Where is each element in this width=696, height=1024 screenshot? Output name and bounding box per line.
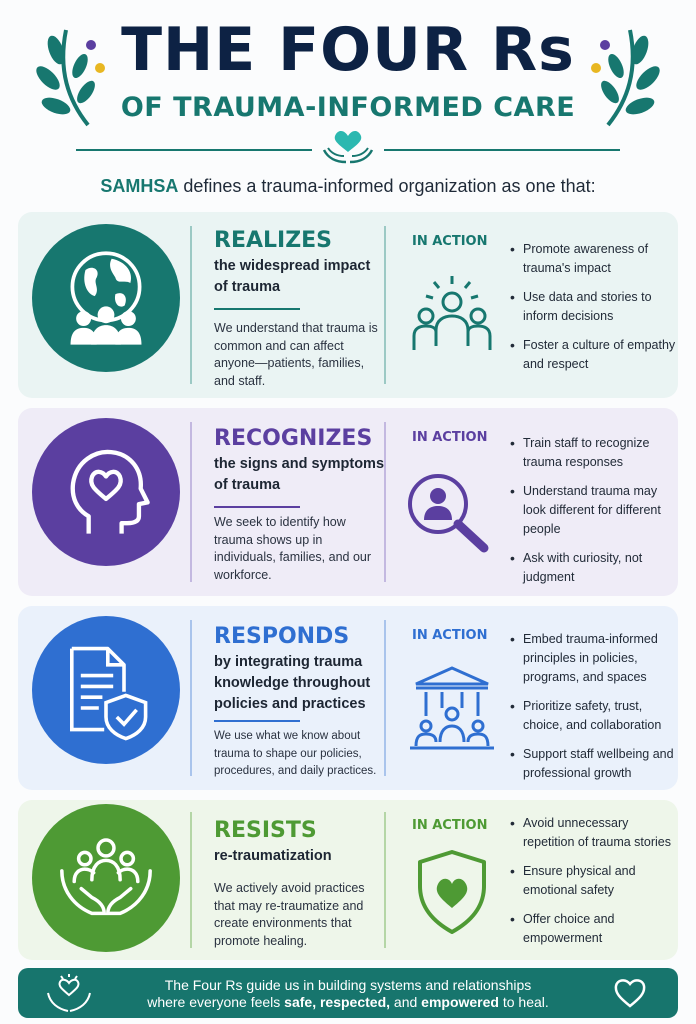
realizes-subtitle: the widespread impact of trauma <box>214 258 371 295</box>
recognizes-badge <box>32 418 180 566</box>
realizes-description: We understand that trauma is common and … <box>214 321 378 388</box>
list-item: Offer choice and empowerment <box>510 910 680 948</box>
list-item: Embed trauma-informed principles in poli… <box>510 630 680 687</box>
footer-line-2: where everyone feels safe, respected, an… <box>128 994 568 1011</box>
divider-left <box>76 149 312 151</box>
magnifier-person-icon <box>408 474 489 553</box>
list-item: Promote awareness of trauma's impact <box>510 240 680 278</box>
intro-text: SAMHSA defines a trauma-informed organiz… <box>0 176 696 197</box>
card-divider <box>190 812 192 948</box>
institution-people-icon <box>410 666 494 750</box>
resists-bullets: Avoid unnecessary repetition of trauma s… <box>510 814 680 958</box>
card-realizes: REALIZES the widespread impact of trauma… <box>18 212 678 398</box>
card-divider <box>190 422 192 582</box>
card-divider <box>190 620 192 776</box>
responds-title: RESPONDS <box>214 624 350 649</box>
head-heart-icon <box>70 449 150 534</box>
recognizes-rule <box>214 506 300 508</box>
document-shield-icon <box>70 646 148 741</box>
heart-icon <box>614 979 646 1008</box>
realizes-bullets: Promote awareness of trauma's impact Use… <box>510 240 680 384</box>
intro-brand: SAMHSA <box>100 176 179 196</box>
list-item: Foster a culture of empathy and respect <box>510 336 680 374</box>
resists-subtitle: re-traumatization <box>214 848 332 864</box>
list-item: Prioritize safety, trust, choice, and co… <box>510 697 680 735</box>
intro-rest: defines a trauma-informed organization a… <box>178 176 596 196</box>
recognizes-subtitle: the signs and symptoms of trauma <box>214 456 385 493</box>
realizes-in-action-label: IN ACTION <box>412 234 488 249</box>
list-item: Avoid unnecessary repetition of trauma s… <box>510 814 680 852</box>
footer-text-part: to heal. <box>498 994 549 1010</box>
list-item: Ask with curiosity, not judgment <box>510 549 680 587</box>
resists-in-action-label: IN ACTION <box>412 818 488 833</box>
footer-text: The Four Rs guide us in building systems… <box>128 977 568 1011</box>
responds-badge <box>32 616 180 764</box>
card-responds: RESPONDS by integrating trauma knowledge… <box>18 606 678 790</box>
recognizes-in-action-label: IN ACTION <box>412 430 488 445</box>
card-divider <box>384 422 386 582</box>
page-subtitle: OF TRAUMA-INFORMED CARE <box>120 92 576 123</box>
group-people-icon <box>412 276 492 350</box>
hands-heart-icon <box>322 130 374 164</box>
laurel-left-icon <box>36 29 105 127</box>
list-item: Support staff wellbeing and professional… <box>510 745 680 783</box>
realizes-badge <box>32 224 180 372</box>
responds-bullets: Embed trauma-informed principles in poli… <box>510 630 680 793</box>
page-title: THE FOUR Rs <box>121 15 575 85</box>
resists-badge <box>32 804 180 952</box>
list-item: Use data and stories to inform decisions <box>510 288 680 326</box>
footer-banner: The Four Rs guide us in building systems… <box>18 968 678 1018</box>
card-recognizes: RECOGNIZES the signs and symptoms of tra… <box>18 408 678 596</box>
laurel-right-icon <box>591 29 660 127</box>
resists-description: We actively avoid practices that may re-… <box>214 881 365 948</box>
footer-emphasis: empowered <box>421 994 499 1010</box>
recognizes-bullets: Train staff to recognize trauma response… <box>510 434 680 597</box>
responds-subtitle: by integrating trauma knowledge througho… <box>214 654 371 712</box>
responds-rule <box>214 720 300 722</box>
list-item: Understand trauma may look different for… <box>510 482 680 539</box>
list-item: Train staff to recognize trauma response… <box>510 434 680 472</box>
header: THE FOUR Rs OF TRAUMA-INFORMED CARE SAMH… <box>0 0 696 210</box>
footer-emphasis: safe, respected, <box>284 994 391 1010</box>
divider-right <box>384 149 620 151</box>
footer-text-part: where everyone feels <box>147 994 285 1010</box>
hands-people-icon <box>60 838 152 916</box>
globe-people-icon <box>70 251 142 345</box>
realizes-title: REALIZES <box>214 228 333 253</box>
card-divider <box>384 620 386 776</box>
recognizes-description: We seek to identify how trauma shows up … <box>214 515 372 582</box>
realizes-rule <box>214 308 300 310</box>
resists-title: RESISTS <box>214 818 317 843</box>
responds-in-action-label: IN ACTION <box>412 628 488 643</box>
responds-description: We use what we know about trauma to shap… <box>214 730 377 777</box>
card-divider <box>384 226 386 384</box>
shield-heart-icon <box>418 850 486 934</box>
list-item: Ensure physical and emotional safety <box>510 862 680 900</box>
recognizes-title: RECOGNIZES <box>214 426 373 451</box>
card-divider <box>384 812 386 948</box>
footer-line-1: The Four Rs guide us in building systems… <box>164 977 532 993</box>
card-resists: RESISTS re-traumatization We actively av… <box>18 800 678 960</box>
hands-heart-icon <box>47 974 91 1012</box>
footer-text-part: and <box>390 994 422 1010</box>
card-divider <box>190 226 192 384</box>
